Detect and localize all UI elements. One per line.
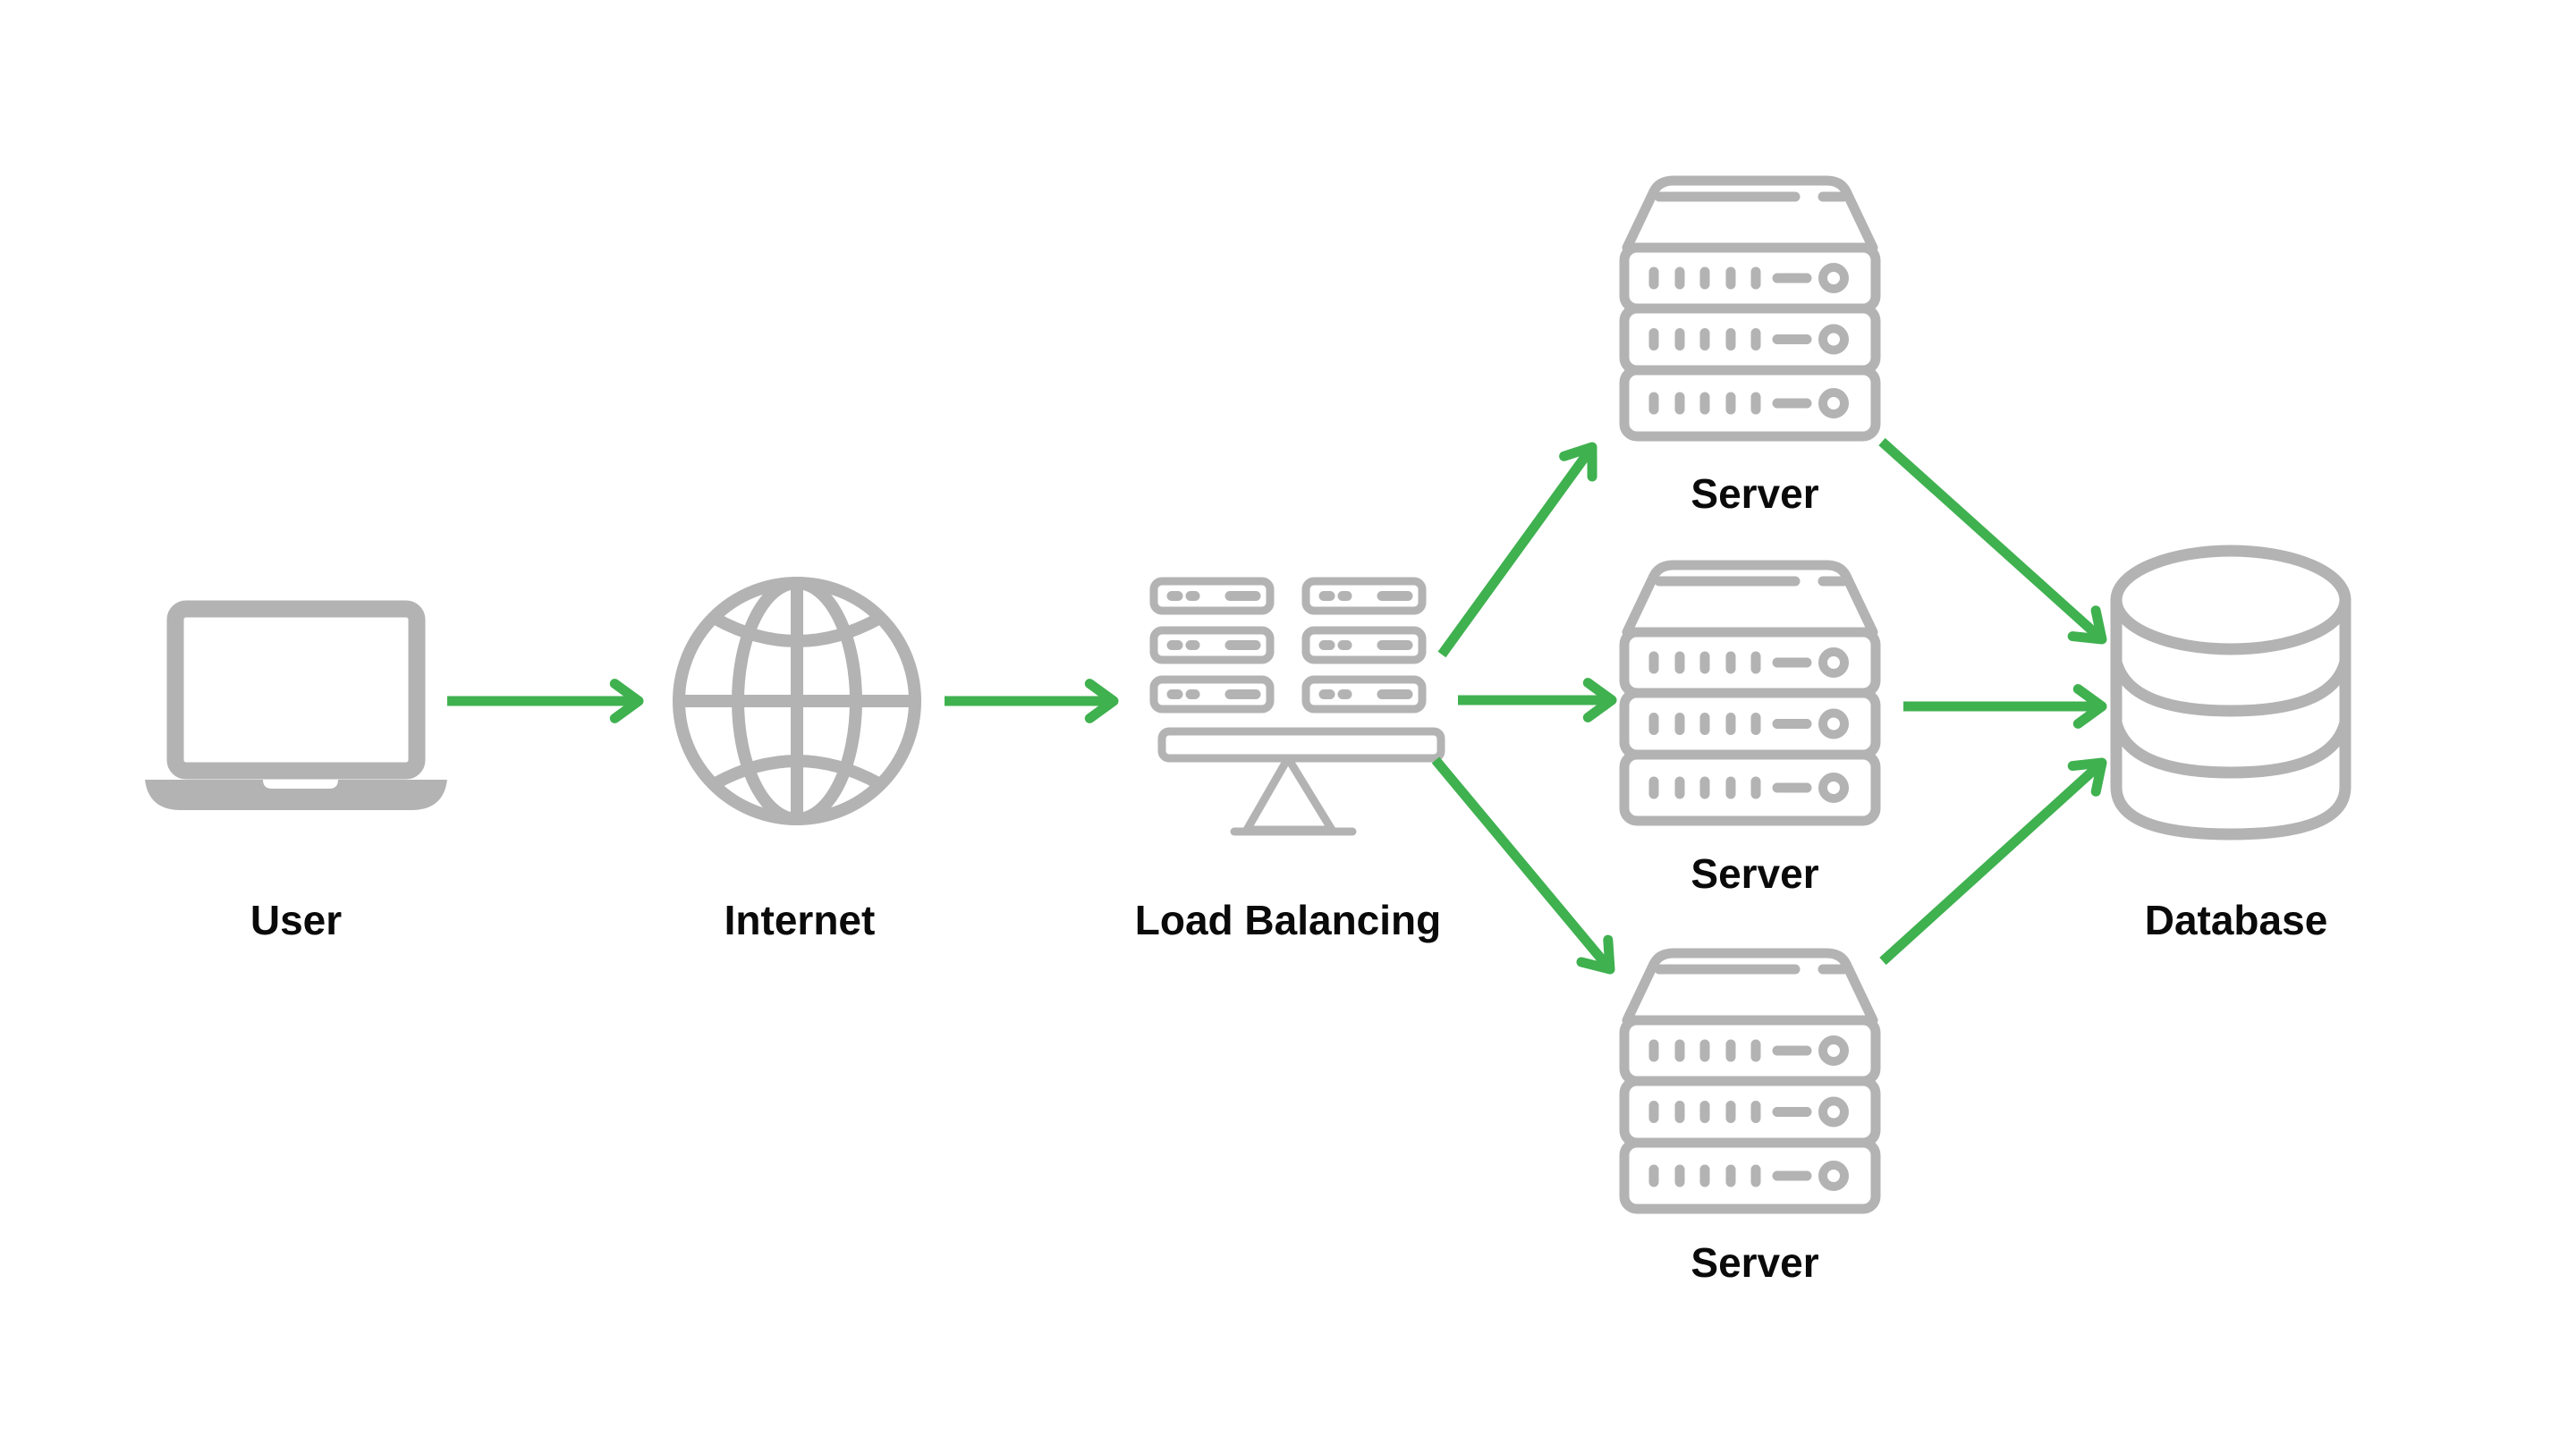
node-label-user: User xyxy=(250,897,343,943)
load-balancer-icon xyxy=(1149,577,1445,836)
lb-rack-unit xyxy=(1149,577,1275,615)
lb-rack-unit xyxy=(1149,626,1275,664)
server-icon xyxy=(1619,175,1881,442)
lb-rack-unit xyxy=(1301,675,1427,714)
node-label-internet: Internet xyxy=(724,897,876,943)
arrow-load-balancer-to-server-1 xyxy=(1437,442,1597,658)
lb-rack-unit xyxy=(1149,675,1275,714)
arrow-internet-to-load-balancer xyxy=(945,679,1119,723)
node-label-server-1: Server xyxy=(1690,470,1819,517)
arrow-server-2-to-database xyxy=(1903,684,2107,729)
arrow-server-1-to-database xyxy=(1878,437,2107,645)
arrow-server-3-to-database xyxy=(1879,757,2107,966)
server-icon xyxy=(1619,948,1881,1214)
database-icon xyxy=(2110,545,2351,841)
server-icon xyxy=(1619,560,1881,826)
globe-icon xyxy=(673,577,921,825)
arrow-user-to-internet xyxy=(447,679,644,723)
node-label-server-2: Server xyxy=(1690,850,1819,897)
node-label-server-3: Server xyxy=(1690,1239,1819,1286)
lb-rack-unit xyxy=(1301,577,1427,615)
laptop-icon xyxy=(145,600,447,810)
node-label-database: Database xyxy=(2144,897,2328,943)
lb-rack-unit xyxy=(1301,626,1427,664)
arrow-load-balancer-to-server-2 xyxy=(1458,678,1617,722)
arrow-load-balancer-to-server-3 xyxy=(1431,756,1615,975)
node-label-load-balancing: Load Balancing xyxy=(1134,897,1442,943)
